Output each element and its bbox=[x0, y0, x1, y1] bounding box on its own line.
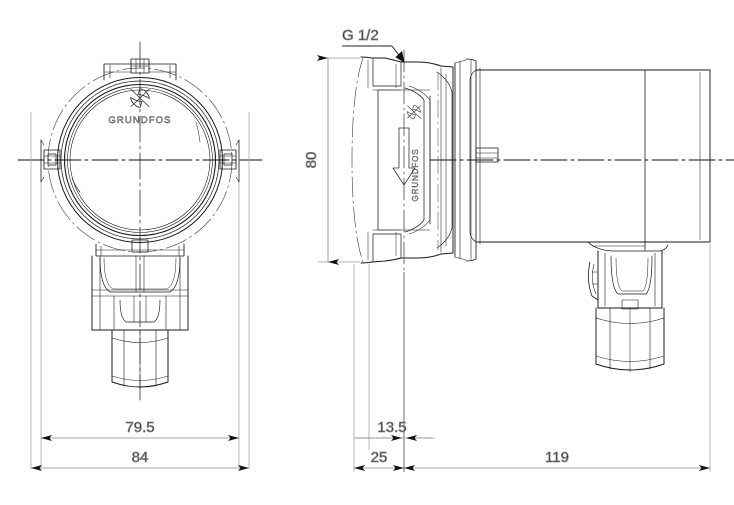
dim-label-13-5: 13.5 bbox=[377, 419, 406, 436]
dim-label-25: 25 bbox=[371, 449, 388, 466]
dim-label-84: 84 bbox=[132, 449, 149, 466]
side-brand-label: GRUNDFOS bbox=[411, 149, 420, 202]
dimension-layer: G 1/2 80 79.5 84 bbox=[30, 27, 711, 472]
front-brand-label: GRUNDFOS bbox=[108, 115, 171, 126]
dim-label-thread: G 1/2 bbox=[342, 27, 379, 44]
mount-lug-right bbox=[219, 139, 240, 183]
terminal-box-side bbox=[587, 241, 669, 373]
housing-envelope-arc bbox=[351, 57, 364, 263]
dim-height-80 bbox=[317, 55, 360, 265]
side-view: GRUNDFOS bbox=[351, 49, 734, 373]
front-view: GRUNDFOS bbox=[17, 41, 263, 401]
mount-lug-left bbox=[40, 139, 61, 183]
dim-label-119: 119 bbox=[545, 449, 569, 466]
dim-thread-callout bbox=[342, 45, 405, 63]
dim-label-80: 80 bbox=[303, 152, 320, 169]
dim-label-79-5: 79.5 bbox=[125, 419, 154, 436]
flow-direction-arrow-icon bbox=[392, 127, 416, 186]
